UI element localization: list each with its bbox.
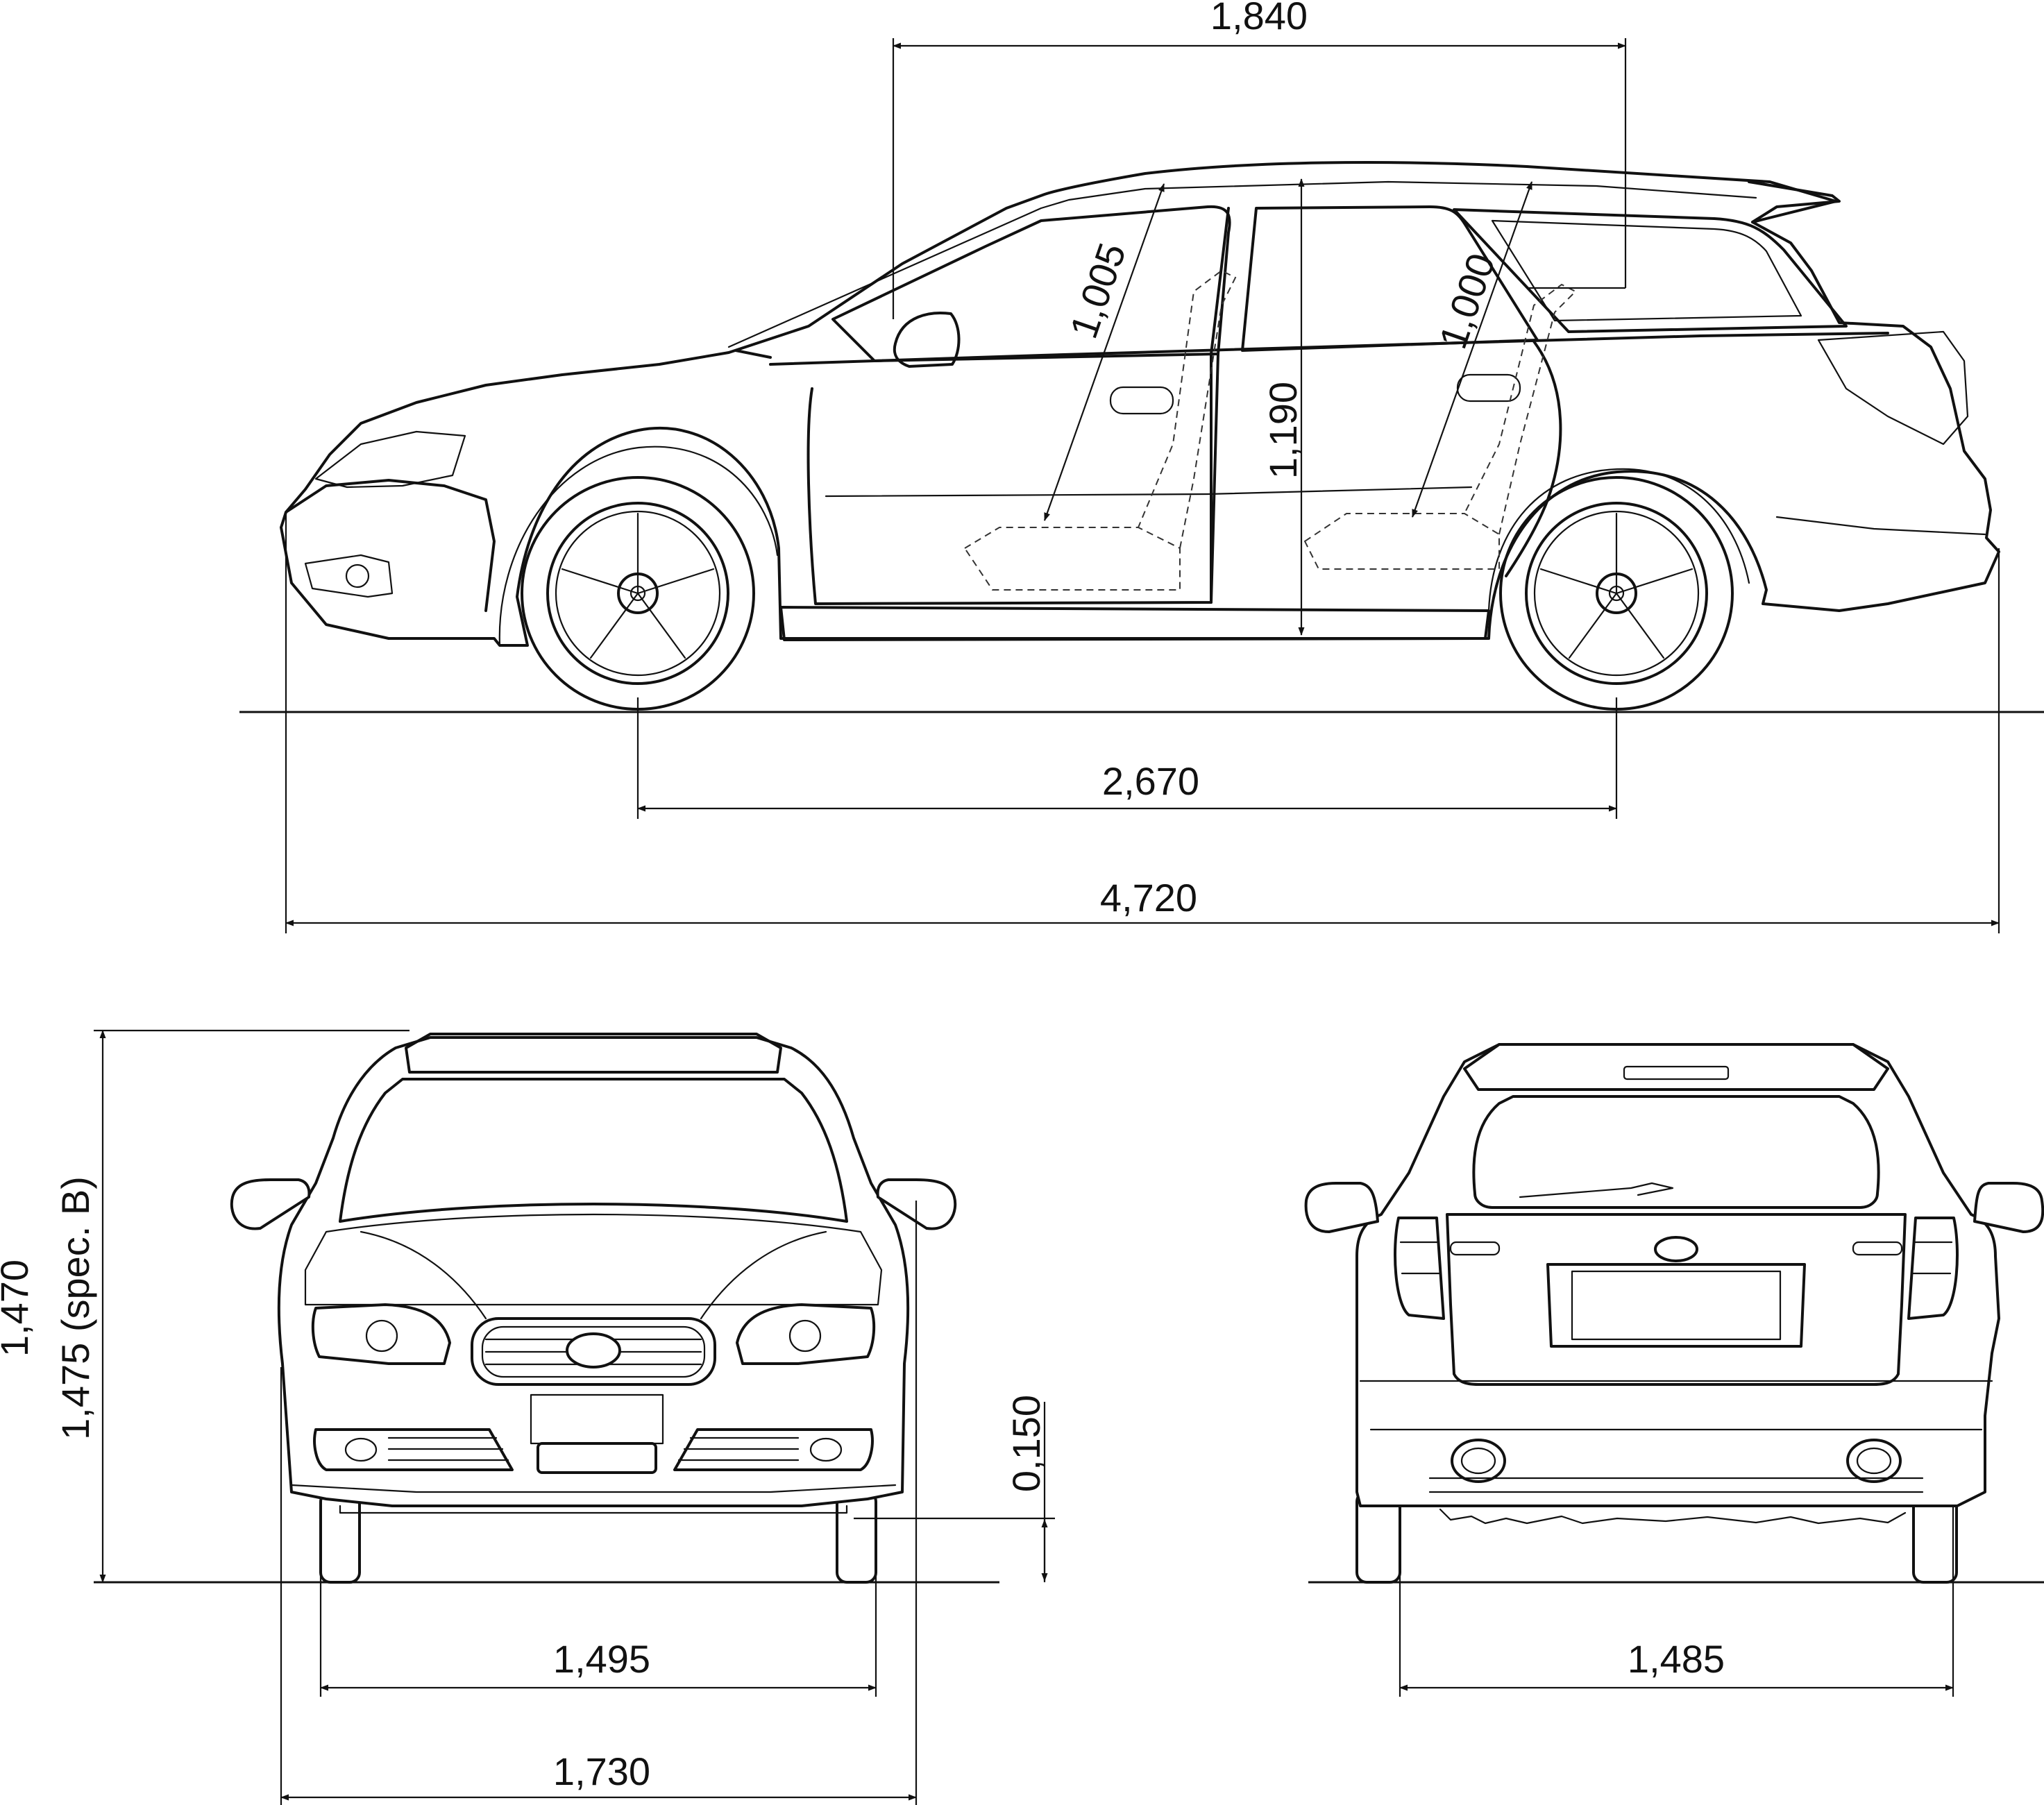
front-left-intake-slats [387, 1437, 509, 1461]
dim-1005-line [1043, 183, 1165, 521]
dim-overall-length-label: 4,720 [1100, 876, 1197, 920]
front-right-headlamp [736, 1303, 876, 1365]
rear-right-tail-lamp [1907, 1217, 1959, 1320]
side-rear-bumper-line [1775, 516, 1986, 536]
front-left-fog-lamp [344, 1437, 378, 1462]
front-bumper-lip [290, 1484, 897, 1493]
side-wheel-arch-rear [1487, 468, 1750, 612]
front-underbody [339, 1505, 848, 1514]
front-left-fog-intake [313, 1428, 514, 1471]
rear-diffuser [1428, 1477, 1924, 1493]
side-quarter-window [1453, 208, 1848, 333]
side-body-outline [280, 161, 2000, 647]
side-rear-spoiler [1748, 180, 1841, 223]
front-roof [405, 1033, 782, 1074]
side-headlamp [314, 430, 466, 489]
side-quarter-window-inner [1491, 219, 1802, 322]
side-front-bumper [285, 479, 496, 612]
dim-wheelbase-label: 2,670 [1102, 759, 1199, 803]
rear-tailgate [1446, 1213, 1907, 1386]
front-right-fog-intake [673, 1428, 874, 1471]
front-windshield [339, 1078, 848, 1223]
side-front-wheel [521, 476, 755, 711]
front-badge [566, 1332, 621, 1368]
dim-height-spec-b-label: 1,475 (spec. B) [53, 1176, 97, 1440]
front-body-outline [277, 1036, 910, 1507]
rear-left-reflector [1449, 1241, 1501, 1256]
dim-ground-clearance-label: 0,150 [1004, 1395, 1048, 1492]
side-fog-lamp-lens [345, 563, 370, 588]
side-rear-wheel [1499, 476, 1734, 711]
side-wiper [734, 349, 772, 359]
dim-interior-height-label: 1,190 [1261, 382, 1305, 479]
rear-body-outline [1355, 1043, 2000, 1507]
side-front-door [806, 353, 1219, 605]
front-view: 1,470 1,475 (spec. B) 0,150 1,495 1,730 [0, 1029, 1055, 1805]
dim-rear-track-label: 1,485 [1628, 1637, 1725, 1681]
front-right-fog-lamp [809, 1437, 843, 1462]
rear-license-plate [1571, 1270, 1782, 1341]
rear-right-tail-lamp-detail [1910, 1241, 1953, 1275]
rear-spoiler [1463, 1043, 1889, 1091]
rear-plate-recess [1546, 1263, 1806, 1348]
rear-right-reflector [1852, 1241, 1903, 1256]
front-right-headlamp-lens [788, 1319, 822, 1353]
rear-badge [1654, 1236, 1698, 1262]
side-trim-strip [825, 486, 1473, 498]
rear-right-mirror [1973, 1182, 2044, 1233]
front-right-tire [836, 1491, 877, 1584]
front-grille [471, 1317, 716, 1386]
rear-view: 1,485 [1304, 1043, 2044, 1697]
rear-left-tail-lamp [1394, 1217, 1445, 1320]
side-rocker [779, 606, 1490, 641]
side-rear-door-edge [1505, 340, 1562, 577]
front-grille-inner [481, 1325, 706, 1378]
dim-overhead-width-label: 1,840 [1210, 0, 1308, 37]
front-left-headlamp [311, 1303, 451, 1365]
side-belt-line [769, 332, 1889, 366]
rear-right-exhaust-inner [1856, 1447, 1892, 1475]
side-rear-door [1210, 207, 1230, 604]
dim-front-track-label: 1,495 [553, 1637, 650, 1681]
side-view: 1,840 1,005 1,000 1,190 2,670 4,720 [239, 0, 2044, 933]
dim-1000-line [1411, 181, 1533, 518]
side-front-seat [963, 269, 1237, 591]
front-hood [304, 1213, 883, 1306]
rear-wiper [1519, 1182, 1674, 1198]
front-hood-crease-left [360, 1230, 487, 1320]
rear-right-exhaust [1846, 1439, 1902, 1483]
front-right-intake-slats [677, 1437, 800, 1461]
dim-overall-width-label: 1,730 [553, 1749, 650, 1793]
rear-left-tail-lamp-detail [1399, 1241, 1442, 1275]
side-wheel-arch-front [498, 446, 779, 647]
front-left-headlamp-lens [365, 1319, 398, 1353]
side-tail-lamp [1817, 330, 1969, 446]
dim-height-label: 1,470 [0, 1260, 36, 1357]
side-mirror [893, 312, 961, 368]
rear-left-exhaust [1451, 1439, 1506, 1483]
front-center-intake [537, 1442, 657, 1474]
side-fog-lamp [304, 554, 394, 598]
rear-underbody [1439, 1508, 1907, 1525]
rear-brake-light [1623, 1065, 1730, 1081]
front-hood-crease-right [700, 1230, 827, 1320]
rear-window [1472, 1095, 1880, 1209]
rear-left-exhaust-inner [1460, 1447, 1496, 1475]
front-left-mirror [230, 1178, 311, 1230]
rear-left-mirror [1304, 1182, 1379, 1233]
